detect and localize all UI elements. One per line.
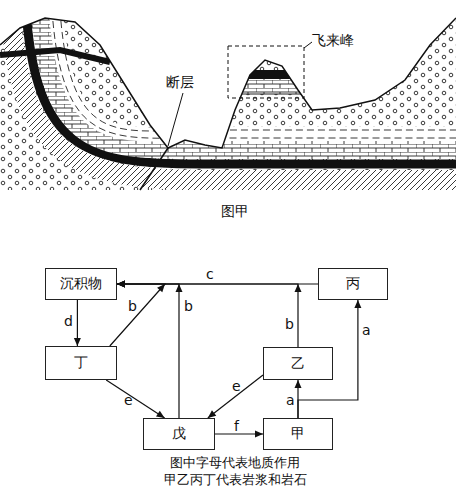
process-letter: e [232, 378, 241, 394]
arrow-line [106, 380, 164, 418]
klippe-coal [230, 70, 306, 79]
callout-label: 断层 [166, 74, 194, 92]
callout-label: 飞来峰 [312, 32, 354, 50]
arrow-head [176, 284, 183, 292]
process-letter: b [128, 298, 137, 314]
process-letter: c [206, 266, 214, 282]
rock-layers [0, 0, 456, 200]
process-letter: d [64, 313, 73, 329]
process-arrow [208, 375, 263, 418]
process-arrow [110, 281, 165, 347]
shale-layer [10, 10, 456, 180]
rock-box: 戊 [143, 418, 215, 450]
sandstone-line [52, 10, 456, 138]
arrow-line [117, 284, 179, 418]
process-letter: f [234, 418, 239, 434]
sandstone-line [60, 10, 456, 131]
arrow-head [74, 338, 81, 346]
rock-name: 丁 [74, 354, 88, 372]
arrow-head [156, 411, 165, 418]
arrow-line [215, 433, 263, 434]
arrow-line [77, 300, 78, 346]
leader-line [168, 93, 183, 146]
process-letter: e [124, 392, 133, 408]
rock-name: 戊 [172, 425, 186, 443]
rock-name: 甲 [291, 425, 305, 443]
arrow-line [110, 284, 165, 346]
process-arrow [74, 300, 81, 346]
arrow-head [295, 284, 302, 292]
rock-name: 沉积物 [60, 275, 102, 293]
arrow-line [208, 375, 263, 418]
arrow-head [117, 281, 125, 288]
rock-box: 丙 [318, 268, 388, 300]
fault-line [140, 148, 168, 190]
rock-name: 乙 [291, 355, 305, 373]
coal-layer [0, 50, 110, 62]
geologic-section [0, 0, 456, 200]
process-arrow [117, 281, 302, 348]
figure-note: 图中字母代表地质作用 [115, 454, 355, 472]
arrow-head [157, 284, 165, 292]
arrow-line [297, 380, 298, 418]
rock-box: 乙 [263, 347, 333, 380]
rock-box: 丁 [45, 346, 117, 380]
arrow-head [255, 431, 263, 438]
arrow-head [117, 281, 125, 288]
process-arrow [117, 281, 318, 288]
figure-note: 甲乙丙丁代表岩浆和岩石 [115, 471, 355, 489]
process-letter: a [286, 392, 295, 408]
arrow-head [295, 380, 302, 388]
arrow-line [117, 283, 318, 284]
ground-surface [0, 18, 456, 148]
arrow-head [208, 410, 216, 418]
coal-layer [26, 10, 456, 164]
rock-box: 甲 [263, 418, 333, 450]
figure-title: 图甲 [135, 203, 335, 221]
klippe-limestone [230, 79, 306, 94]
arrow-line [117, 284, 298, 347]
arrow-head [117, 281, 125, 288]
process-arrow [117, 281, 183, 419]
leader-line [304, 42, 312, 48]
highlight-box [228, 46, 304, 98]
process-arrow [295, 380, 302, 418]
process-letter: b [285, 316, 294, 332]
rock-box: 沉积物 [45, 268, 117, 300]
arrow-head [354, 300, 361, 308]
arrow-head [117, 281, 125, 288]
rock-name: 丙 [346, 275, 360, 293]
process-letter: b [184, 298, 193, 314]
process-arrow [215, 431, 263, 438]
process-arrow [106, 380, 164, 418]
sandstone-layer [56, 10, 456, 135]
process-letter: a [362, 322, 371, 338]
